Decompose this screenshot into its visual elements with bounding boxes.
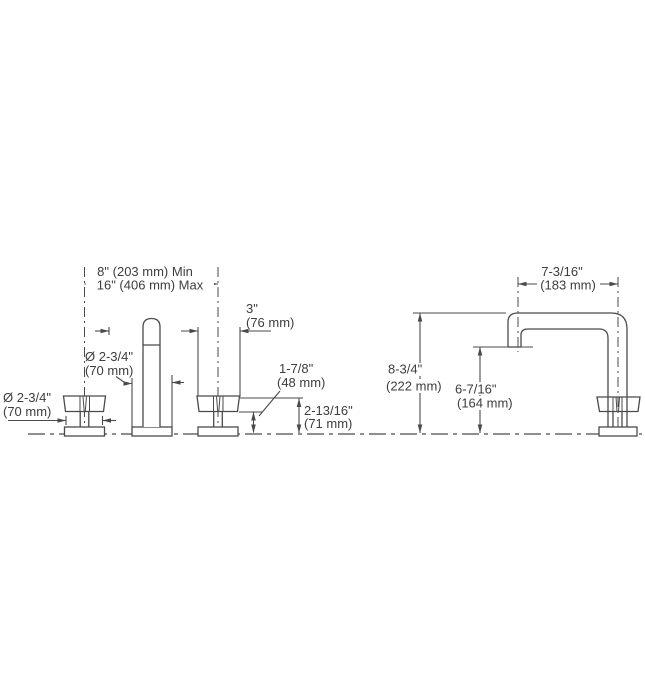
left-handle-base (63, 426, 106, 437)
spout-height-in: 8-3/4" (388, 362, 423, 377)
reach-mm: (183 mm) (540, 278, 596, 293)
dim-handle-height: 2-13/16" (71 mm) (240, 397, 353, 433)
side-handle-spokes (612, 396, 623, 412)
side-handle-base (598, 426, 638, 437)
handle-base-dia-in: Ø 2-3/4" (3, 390, 51, 405)
dim-handle-underside: 1-7/8" (48 mm) (239, 361, 325, 433)
spout-inner-profile (520, 328, 609, 427)
left-handle-spokes (79, 395, 90, 412)
leader-line (258, 390, 281, 417)
dim-spout-reach: 7-3/16" (183 mm) (518, 264, 618, 293)
spout-outer-profile (507, 312, 628, 427)
handle-base-dia-mm: (70 mm) (3, 404, 51, 419)
side-view: 7-3/16" (183 mm) 8-3/4" (222 mm) 6-7/16"… (384, 264, 641, 437)
right-handle (196, 395, 241, 437)
right-handle-knob (196, 395, 241, 413)
outlet-height-in: 6-7/16" (455, 382, 497, 397)
spout-side (507, 312, 628, 427)
left-handle-stem (79, 411, 90, 427)
right-handle-base (197, 426, 239, 437)
spout-front (131, 317, 173, 437)
left-handle-knob (62, 395, 107, 413)
spout-base-dia-in: Ø 2-3/4" (85, 349, 133, 364)
handle-height-in: 2-13/16" (304, 403, 353, 418)
left-handle (62, 395, 107, 437)
side-handle-stem (612, 411, 623, 427)
side-handle (596, 396, 641, 437)
underside-in: 1-7/8" (279, 361, 314, 376)
dim-handle-width: 3" (76 mm) (95, 301, 294, 397)
handle-height-mm: (71 mm) (304, 416, 352, 431)
spout-base-dia-mm: (70 mm) (85, 363, 133, 378)
right-handle-stem (213, 411, 223, 427)
spread-min-label: 8" (203 mm) Min (97, 264, 193, 279)
spread-max-label: 16" (406 mm) Max (97, 278, 204, 293)
handle-width-in: 3" (246, 301, 258, 316)
dim-spout-height: 8-3/4" (222 mm) (384, 312, 506, 433)
dim-outlet-height: 6-7/16" (164 mm) (452, 346, 533, 433)
underside-mm: (48 mm) (277, 375, 325, 390)
front-view: 8" (203 mm) Min 16" (406 mm) Max 3" (76 … (3, 264, 353, 437)
dim-spread: 8" (203 mm) Min 16" (406 mm) Max (84, 264, 218, 293)
spout-height-mm: (222 mm) (386, 379, 442, 394)
spout-base (131, 426, 173, 437)
reach-in: 7-3/16" (541, 264, 583, 279)
side-handle-knob (596, 396, 641, 413)
right-handle-spokes (213, 395, 224, 412)
dim-handle-base-diameter: Ø 2-3/4" (70 mm) (3, 390, 116, 425)
handle-width-mm: (76 mm) (246, 315, 294, 330)
spout-column (142, 317, 161, 427)
outlet-height-mm: (164 mm) (457, 396, 513, 411)
dim-spout-base-diameter: Ø 2-3/4" (70 mm) (85, 349, 184, 427)
